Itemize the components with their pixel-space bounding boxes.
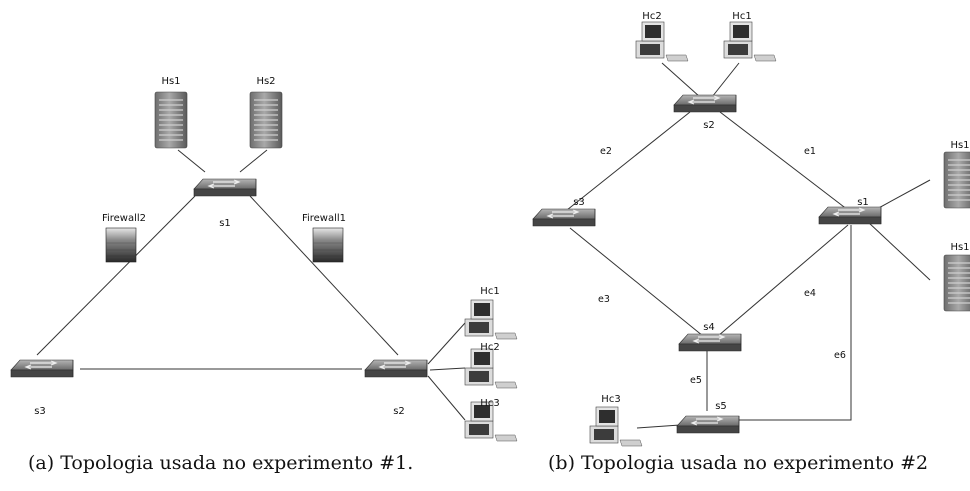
label-s1: s1 [219, 218, 231, 229]
link-hc2-s2 [661, 62, 701, 98]
panel-a: Hs1 Hs2 s1 Firewall2 Firewall1 s3 s2 Hc1… [10, 76, 518, 442]
label-firewall2: Firewall2 [102, 213, 146, 224]
panel-b: e1 e2 e3 e4 e5 e6 Hc2 Hc1 s2 s3 s1 s4 s5… [532, 11, 970, 447]
label-b-s3: s3 [573, 197, 585, 208]
switch-b-s2-icon [673, 94, 737, 113]
switch-b-s3-icon [532, 208, 596, 227]
client-hc2-icon [464, 348, 518, 389]
edge-label-e3: e3 [598, 294, 610, 305]
link-s1-s3 [36, 195, 196, 356]
label-b-hc2: Hc2 [642, 11, 661, 22]
client-hc1-icon [723, 21, 777, 62]
link-e6 [737, 225, 852, 421]
link-s1-hs1-bottom [867, 221, 931, 281]
link-s2-hc1 [427, 322, 466, 365]
link-e1 [719, 111, 849, 211]
firewall1-icon [312, 227, 344, 263]
label-s2: s2 [393, 406, 405, 417]
label-hs1: Hs1 [161, 76, 180, 87]
switch-s2-icon [364, 359, 428, 378]
edge-label-e4: e4 [804, 288, 816, 299]
label-b-hs1-bottom: Hs1 [950, 242, 969, 253]
switch-b-s4-icon [678, 333, 742, 352]
label-hs2: Hs2 [256, 76, 275, 87]
label-b-hc3: Hc3 [601, 394, 620, 405]
link-s1-hs1-top [874, 179, 931, 211]
edge-label-e6: e6 [834, 350, 846, 361]
link-s2-hc2 [429, 367, 466, 371]
link-hs1-s1 [177, 149, 206, 173]
server-hs2-icon [249, 91, 283, 149]
caption-panel-a: (a) Topologia usada no experimento #1. [28, 452, 414, 474]
label-hc2: Hc2 [480, 342, 499, 353]
caption-panel-b: (b) Topologia usada no experimento #2 [548, 452, 929, 474]
label-b-s5: s5 [715, 401, 727, 412]
switch-b-s5-icon [676, 415, 740, 434]
link-hc3-s5 [636, 424, 681, 429]
switch-s3-icon [10, 359, 74, 378]
server-hs1-top-icon [943, 151, 970, 209]
link-e4 [717, 224, 849, 337]
link-s2-hc3 [427, 375, 466, 421]
label-b-hc1: Hc1 [732, 11, 751, 22]
edge-label-e1: e1 [804, 146, 816, 157]
edge-label-e5: e5 [690, 375, 702, 386]
server-hs1-bottom-icon [943, 254, 970, 312]
client-hc2-icon [635, 21, 689, 62]
link-hc1-s2 [711, 62, 740, 98]
panel-a-links [36, 149, 466, 421]
label-s3: s3 [34, 406, 46, 417]
server-hs1-icon [154, 91, 188, 149]
link-s1-s2 [249, 195, 399, 356]
label-hc3: Hc3 [480, 398, 499, 409]
label-b-hs1-top: Hs1 [950, 140, 969, 151]
label-hc1: Hc1 [480, 286, 499, 297]
link-e2 [566, 111, 691, 211]
client-hc3-icon [589, 406, 643, 447]
label-b-s2: s2 [703, 120, 715, 131]
edge-label-e2: e2 [600, 146, 612, 157]
label-firewall1: Firewall1 [302, 213, 346, 224]
panel-b-links [566, 62, 931, 429]
link-hs2-s1 [239, 149, 268, 173]
client-hc1-icon [464, 299, 518, 340]
switch-b-s1-icon [818, 206, 882, 225]
label-b-s4: s4 [703, 322, 715, 333]
firewall2-icon [105, 227, 137, 263]
label-b-s1: s1 [857, 197, 869, 208]
edge-labels: e1 e2 e3 e4 e5 e6 [598, 146, 846, 386]
link-e3 [569, 227, 704, 337]
switch-s1-icon [193, 178, 257, 197]
